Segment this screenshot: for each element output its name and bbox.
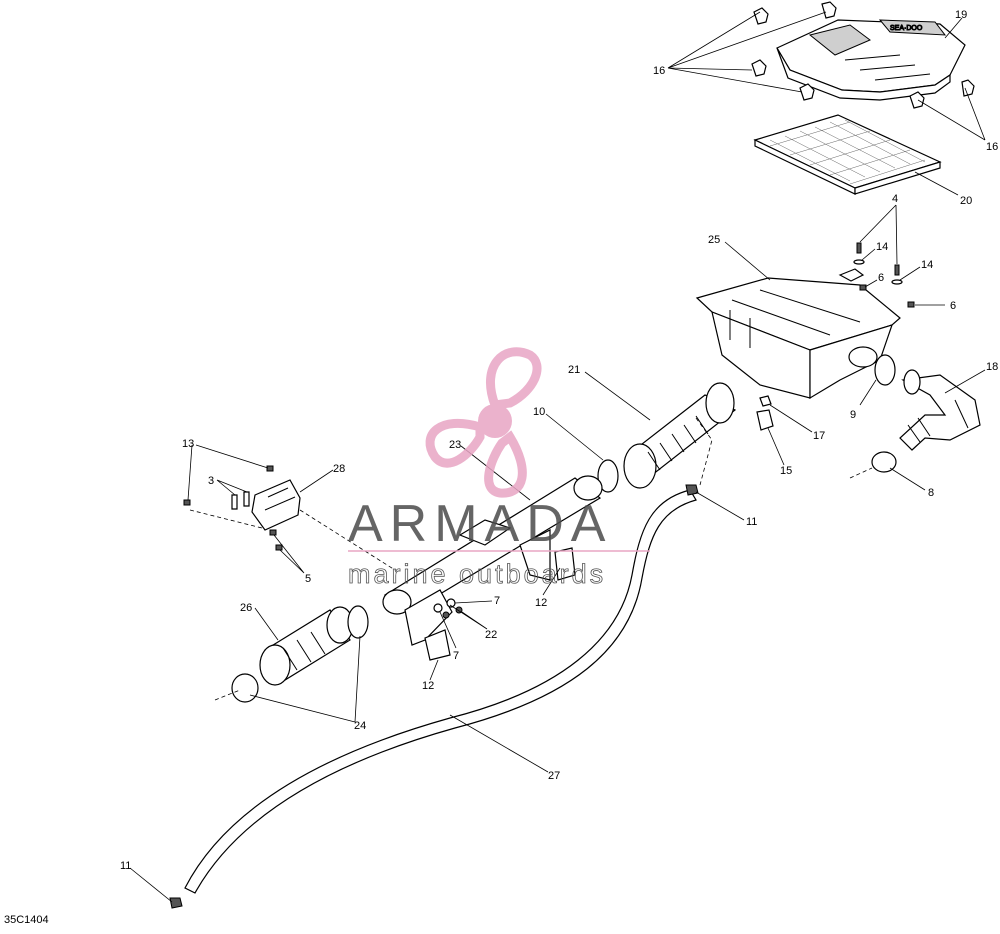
callout-20: 20	[960, 195, 972, 207]
throttle-adapter-23	[382, 475, 603, 646]
callout-14b: 14	[921, 259, 933, 271]
svg-text:SEA·DOO: SEA·DOO	[890, 25, 923, 32]
clamp-8	[871, 451, 897, 473]
airbox-cover: SEA·DOO	[776, 19, 966, 101]
callout-11a: 11	[746, 516, 757, 528]
callout-7b: 7	[453, 650, 459, 662]
figure-code: 35C1404	[4, 914, 49, 926]
drain-valve	[756, 395, 774, 431]
washers-nuts	[433, 598, 463, 619]
clamp-10	[597, 459, 619, 493]
elbow-hose-18	[899, 369, 981, 451]
callout-21: 21	[568, 364, 580, 376]
callout-27: 27	[548, 770, 560, 782]
callout-11b: 11	[120, 860, 131, 872]
callout-8: 8	[928, 487, 934, 499]
callout-6a: 6	[878, 272, 884, 284]
clamp-24a	[347, 605, 369, 639]
callout-13: 13	[182, 438, 194, 450]
callout-12b: 12	[422, 680, 434, 692]
callout-16b: 16	[986, 141, 998, 153]
airbox	[695, 268, 901, 400]
callout-labels: 16 19 16 20 4 14 25 6 14 6 21 10 18 9 17…	[120, 9, 998, 872]
callout-19: 19	[955, 9, 967, 21]
callout-18: 18	[986, 361, 998, 373]
leader-lines	[129, 11, 986, 903]
clamp-24b	[231, 673, 259, 703]
fasteners-top	[853, 242, 915, 308]
clamp-9	[874, 354, 896, 386]
clamp-11b	[169, 897, 183, 909]
bracket-screws	[183, 465, 283, 551]
callout-14a: 14	[876, 241, 888, 253]
callout-22: 22	[485, 629, 497, 641]
callout-12a: 12	[535, 597, 547, 609]
callout-23: 23	[449, 439, 461, 451]
air-filter	[753, 114, 942, 195]
callout-17: 17	[813, 430, 825, 442]
gasket-12a	[424, 629, 451, 661]
callout-6b: 6	[950, 300, 956, 312]
intake-hose-26	[259, 606, 354, 686]
callout-9: 9	[850, 409, 856, 421]
assembly-lines	[189, 417, 873, 701]
callout-26: 26	[240, 602, 252, 614]
gasket-12b	[554, 547, 576, 581]
callout-3: 3	[208, 475, 214, 487]
callout-16a: 16	[653, 65, 665, 77]
intake-hose-21	[623, 382, 737, 489]
callout-10: 10	[533, 406, 545, 418]
callout-25: 25	[708, 234, 720, 246]
callout-4: 4	[892, 193, 898, 205]
callout-7a: 7	[494, 595, 500, 607]
bracket-28	[251, 479, 301, 531]
clamp-11a	[685, 484, 699, 496]
clip-group	[751, 1, 975, 109]
callout-28: 28	[333, 463, 345, 475]
vent-tube-27	[184, 489, 697, 894]
callout-15: 15	[780, 465, 792, 477]
callout-24: 24	[354, 720, 366, 732]
callout-5: 5	[305, 573, 311, 585]
